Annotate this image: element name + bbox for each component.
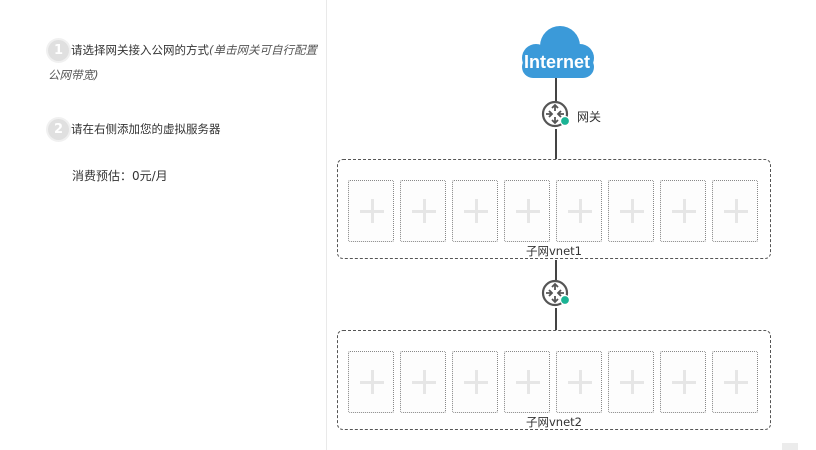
plus-icon <box>475 370 478 394</box>
add-server-slot[interactable] <box>348 180 394 242</box>
add-server-slot[interactable] <box>400 351 446 413</box>
plus-icon <box>475 199 478 223</box>
scroll-to-top-button[interactable] <box>782 443 798 450</box>
add-server-slot[interactable] <box>504 180 550 242</box>
add-server-slot[interactable] <box>660 180 706 242</box>
subnet-vnet2: 子网vnet2 <box>337 330 771 430</box>
subnet-label-vnet2: 子网vnet2 <box>526 415 582 429</box>
step-2-text: 请在右侧添加您的虚拟服务器 <box>71 122 221 136</box>
plus-icon <box>631 370 634 394</box>
add-server-slot[interactable] <box>452 180 498 242</box>
plus-icon <box>683 370 686 394</box>
add-server-slot[interactable] <box>712 180 758 242</box>
add-server-slot[interactable] <box>452 351 498 413</box>
internet-label[interactable]: Internet <box>523 52 590 72</box>
gateway-label[interactable]: 网关 <box>577 110 602 124</box>
plus-icon <box>579 370 582 394</box>
link-subnet1-router <box>555 260 557 280</box>
add-server-slot[interactable] <box>556 180 602 242</box>
add-server-slot[interactable] <box>608 351 654 413</box>
add-server-slot[interactable] <box>348 351 394 413</box>
plus-icon <box>527 199 530 223</box>
plus-icon <box>631 199 634 223</box>
add-server-slot[interactable] <box>504 351 550 413</box>
subnet-router-icon[interactable] <box>541 279 571 309</box>
cloud-icon[interactable] <box>514 24 600 80</box>
step-number-1: 1 <box>48 40 69 61</box>
add-server-slot[interactable] <box>608 180 654 242</box>
plus-icon <box>423 370 426 394</box>
subnet-vnet1: 子网vnet1 <box>337 159 771 259</box>
network-diagram: Internet 网关 子网vnet1 <box>327 0 816 450</box>
plus-icon <box>683 199 686 223</box>
plus-icon <box>371 199 374 223</box>
step-1-text: 请选择网关接入公网的方式 <box>71 43 209 57</box>
link-router-subnet2 <box>555 308 557 330</box>
subnet-label-vnet1: 子网vnet1 <box>526 244 582 258</box>
plus-icon <box>527 370 530 394</box>
plus-icon <box>735 370 738 394</box>
gateway-router-icon[interactable] <box>541 100 571 130</box>
add-server-slot[interactable] <box>660 351 706 413</box>
plus-icon <box>371 370 374 394</box>
link-internet-gateway <box>555 78 557 102</box>
link-gateway-subnet1 <box>555 129 557 159</box>
add-server-slot[interactable] <box>556 351 602 413</box>
plus-icon <box>735 199 738 223</box>
add-server-slot[interactable] <box>400 180 446 242</box>
cost-estimate: 消费预估：0元/月 <box>72 169 168 183</box>
plus-icon <box>579 199 582 223</box>
step-number-2: 2 <box>48 119 69 140</box>
add-server-slot[interactable] <box>712 351 758 413</box>
step-1-hint: (单击网关可自行配置公网带宽) <box>48 43 317 82</box>
plus-icon <box>423 199 426 223</box>
